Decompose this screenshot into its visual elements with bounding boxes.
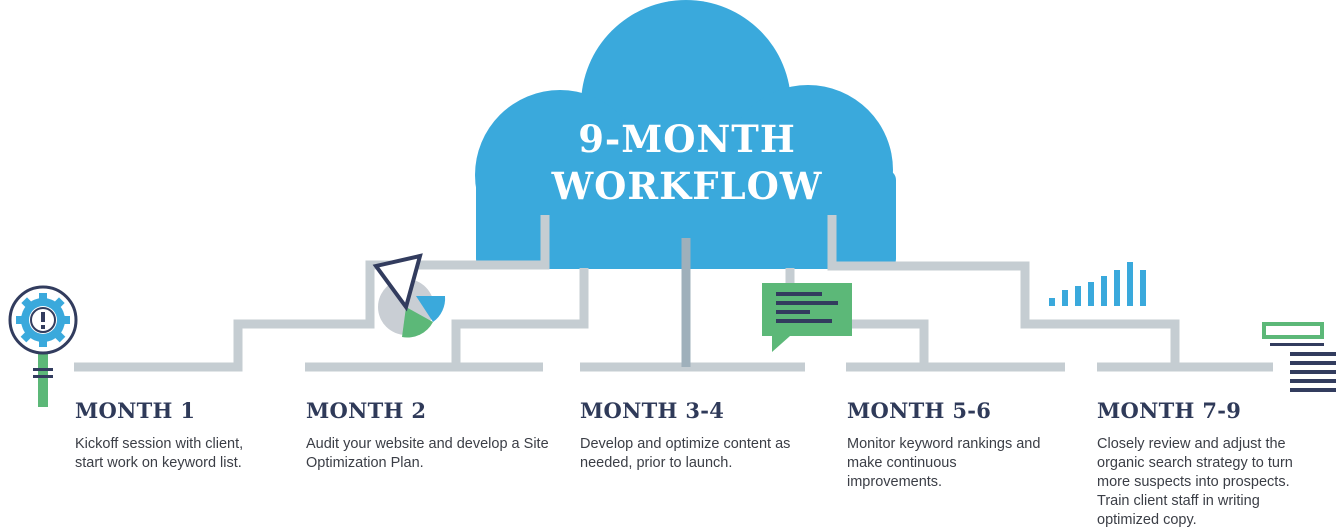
phase-description: Develop and optimize content as needed, … [580,436,791,471]
cloud-title: 9-MONTH WORKFLOW [487,116,887,210]
title-line-1: 9-MONTH [578,117,796,161]
phase-heading: MONTH 7-9 [1097,398,1242,423]
phase-heading: MONTH 1 [75,398,196,423]
phase-heading: MONTH 2 [306,398,427,423]
pie-chart-icon [372,253,446,338]
gear-alert-magnifier-icon [8,285,78,407]
phase-heading: MONTH 3-4 [580,398,725,423]
phase-month-2: MONTH 2 Audit your website and develop a… [306,398,551,473]
phase-description: Monitor keyword rankings and make contin… [847,436,1041,490]
bar-chart-icon [1049,262,1146,306]
phase-month-3-4: MONTH 3-4 Develop and optimize content a… [580,398,815,473]
document-lines-icon [1262,322,1336,392]
phase-description: Closely review and adjust the organic se… [1097,436,1293,528]
cloud-shape [475,0,896,269]
phase-month-5-6: MONTH 5-6 Monitor keyword rankings and m… [847,398,1047,492]
phase-description: Kickoff session with client, start work … [75,436,244,471]
phase-description: Audit your website and develop a Site Op… [306,436,549,471]
phase-month-1: MONTH 1 Kickoff session with client, sta… [75,398,275,473]
phase-month-7-9: MONTH 7-9 Closely review and adjust the … [1097,398,1312,530]
phase-heading: MONTH 5-6 [847,398,992,423]
chat-bubble-icon [762,283,852,352]
title-line-2: WORKFLOW [551,164,823,208]
